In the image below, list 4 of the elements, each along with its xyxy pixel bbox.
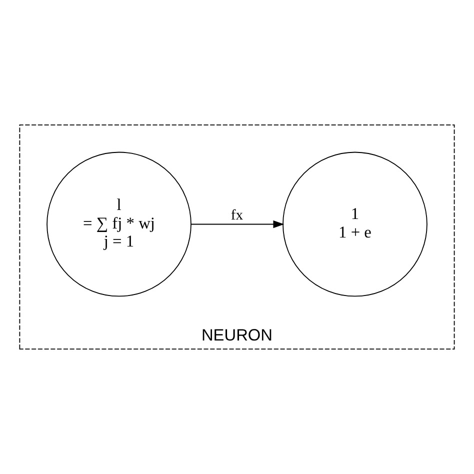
node-circle: l = ∑ fj * wj j = 1 <box>46 152 192 297</box>
edge-label: fx <box>230 208 244 224</box>
node-circle: 1 1 + e <box>282 152 428 297</box>
arrow <box>190 220 284 228</box>
